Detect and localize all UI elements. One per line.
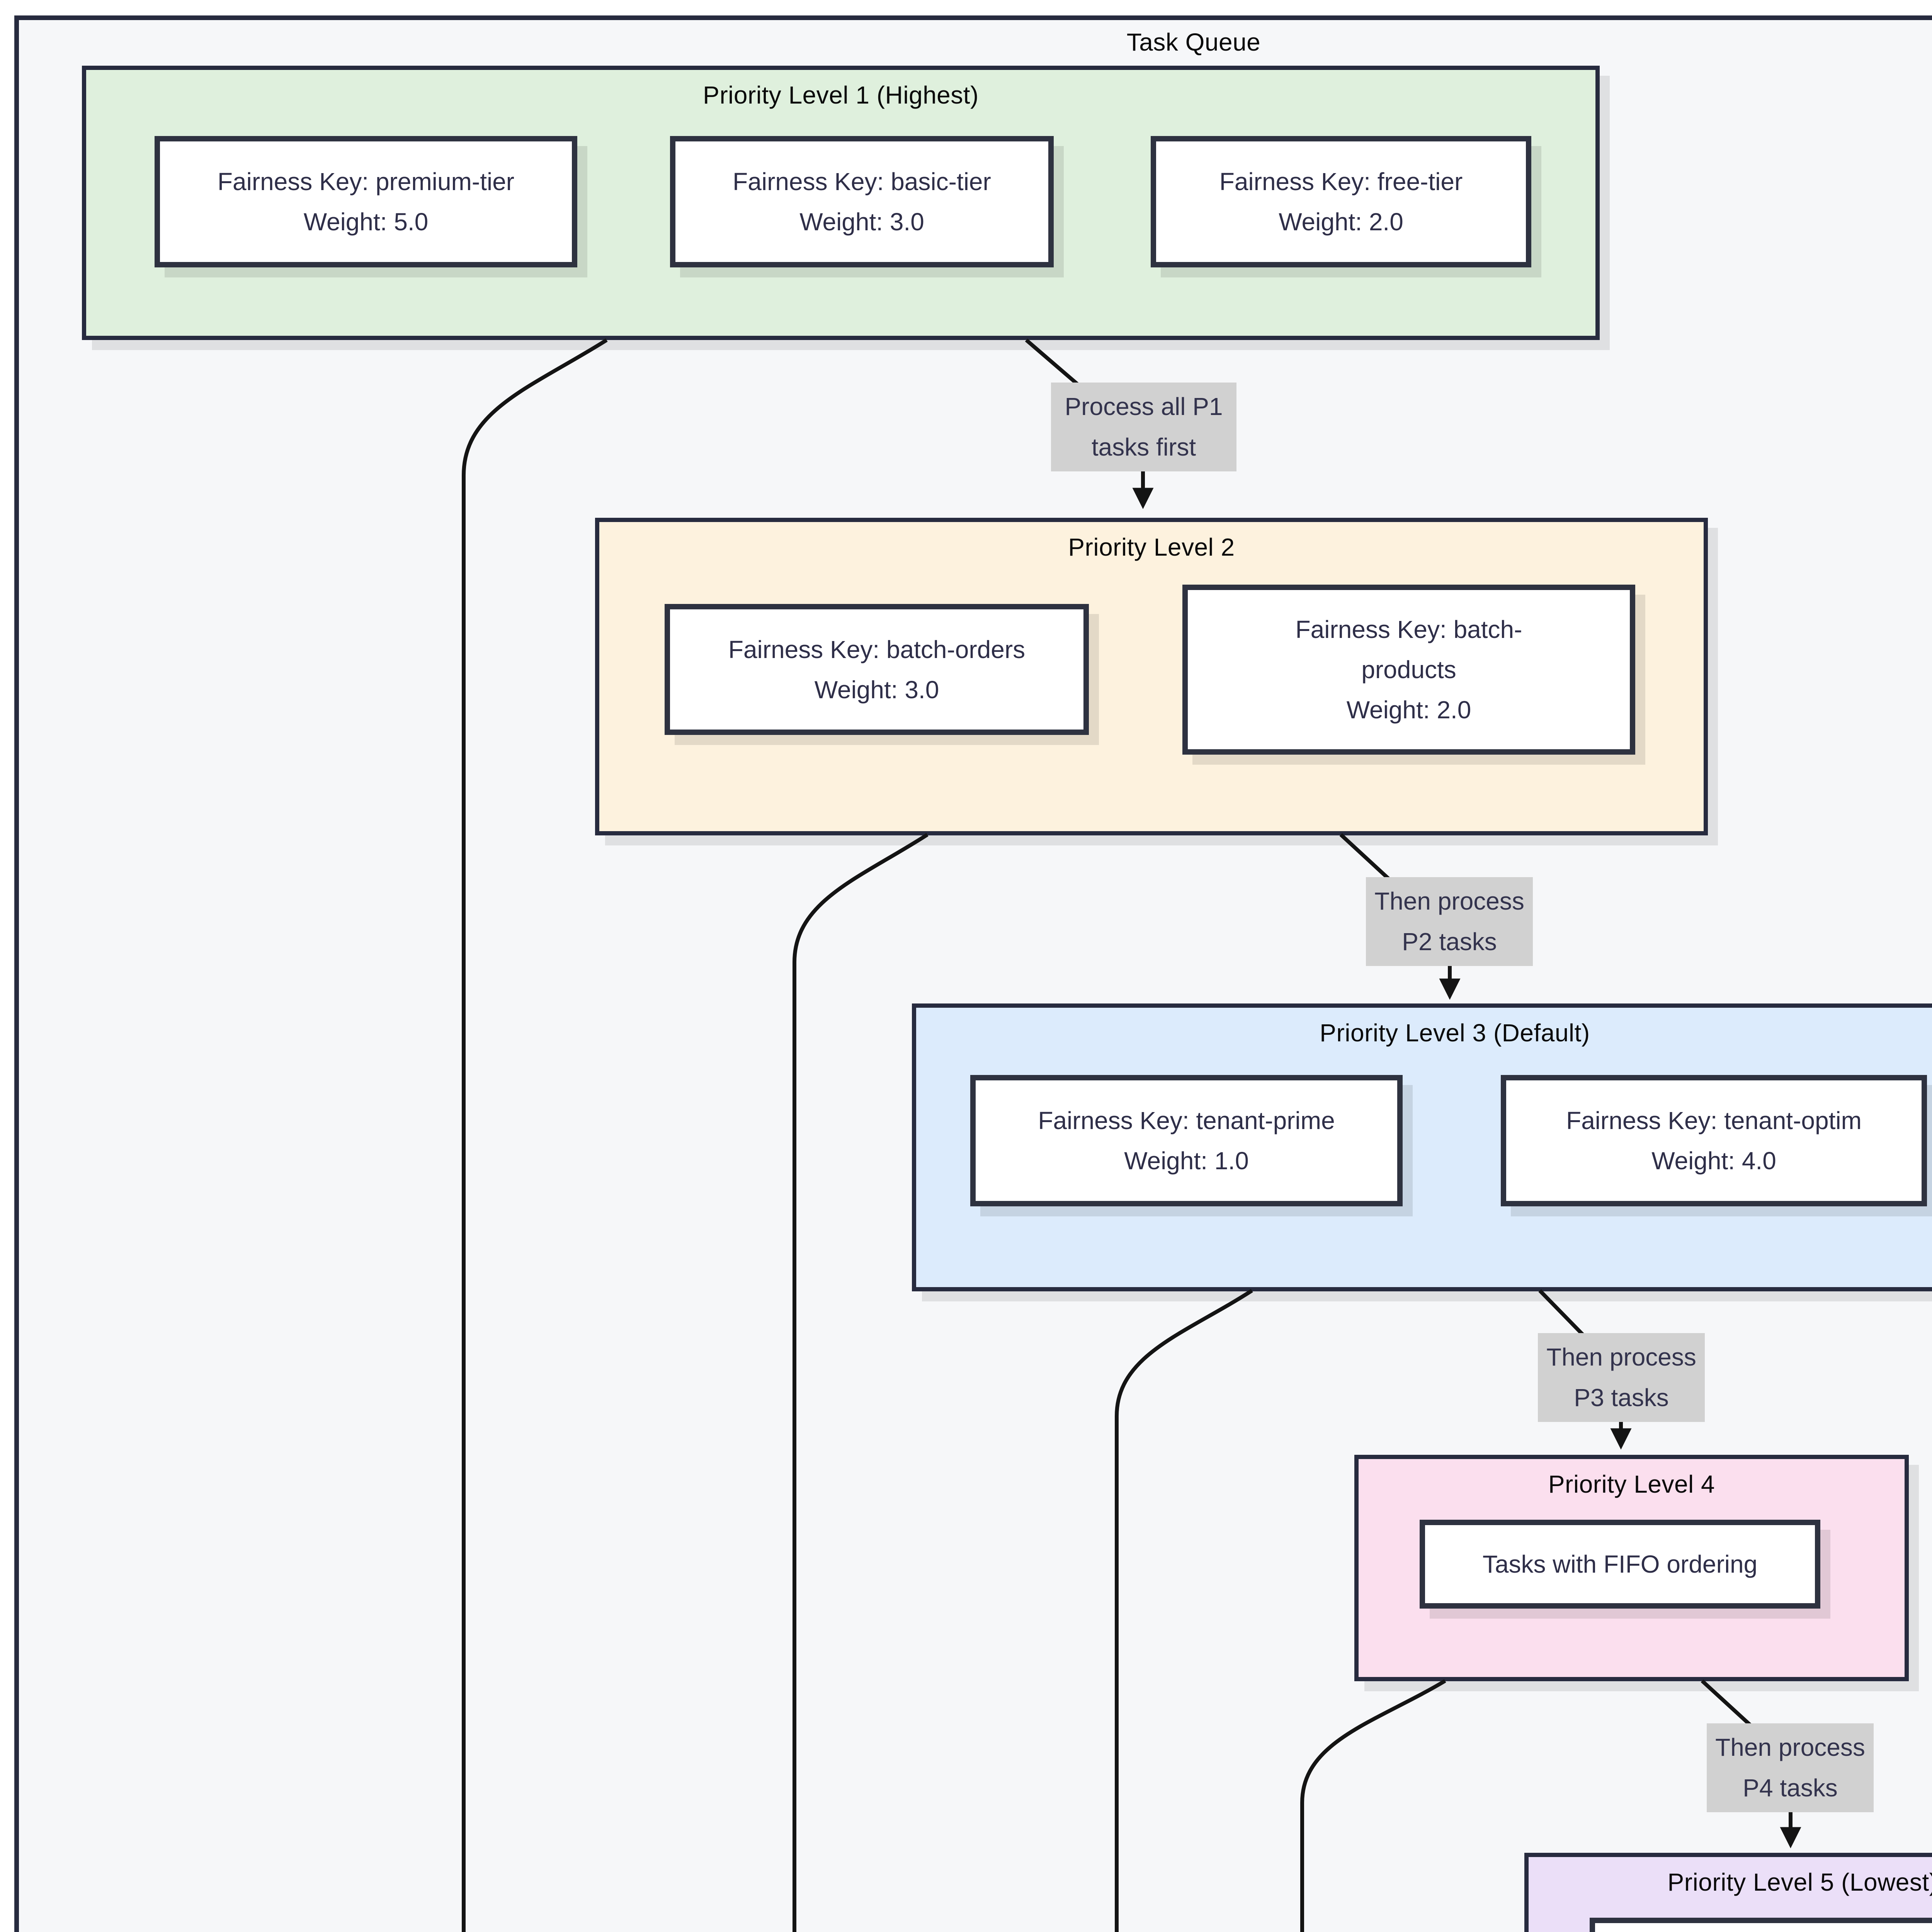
node-premium-tier-line2: Weight: 5.0 xyxy=(303,208,429,236)
node-premium-tier-line1: Fairness Key: premium-tier xyxy=(217,168,515,196)
priority-level-4-group: Priority Level 4 Tasks with FIFO orderin… xyxy=(1354,1455,1909,1681)
node-premium-tier: Fairness Key: premium-tier Weight: 5.0 xyxy=(155,136,577,267)
node-tenant-prime: Fairness Key: tenant-prime Weight: 1.0 xyxy=(970,1075,1403,1206)
edge-label-process-p4: Then process P4 tasks xyxy=(1707,1723,1874,1812)
edge-p4-to-workers xyxy=(1300,1679,1446,1932)
priority-level-4-title: Priority Level 4 xyxy=(1548,1470,1715,1498)
priority-level-1-group: Priority Level 1 (Highest) Fairness Key:… xyxy=(82,66,1600,340)
edge-label-process-p2-line2: P2 tasks xyxy=(1402,928,1497,956)
edge-label-process-p1-line1: Process all P1 xyxy=(1065,393,1223,420)
priority-level-3-group: Priority Level 3 (Default) Fairness Key:… xyxy=(912,1003,1932,1291)
priority-level-5-group: Priority Level 5 (Lowest) Tasks with FIF… xyxy=(1524,1853,1932,1932)
priority-level-5-title: Priority Level 5 (Lowest) xyxy=(1667,1868,1932,1896)
edge-label-process-p3-line1: Then process xyxy=(1546,1343,1696,1371)
node-basic-tier: Fairness Key: basic-tier Weight: 3.0 xyxy=(670,136,1054,267)
priority-level-1-title: Priority Level 1 (Highest) xyxy=(703,81,979,109)
edge-label-process-p1: Process all P1 tasks first xyxy=(1051,383,1236,471)
node-p4-fifo-line1: Tasks with FIFO ordering xyxy=(1482,1550,1758,1578)
edge-label-process-p2-line1: Then process xyxy=(1374,887,1524,915)
node-batch-orders-line2: Weight: 3.0 xyxy=(814,675,939,704)
node-basic-tier-line2: Weight: 3.0 xyxy=(799,208,924,236)
edge-label-process-p3: Then process P3 tasks xyxy=(1538,1333,1705,1422)
node-free-tier-line2: Weight: 2.0 xyxy=(1279,208,1403,236)
priority-level-2-group: Priority Level 2 Fairness Key: batch-ord… xyxy=(595,518,1708,835)
node-tenant-optim-line2: Weight: 4.0 xyxy=(1651,1147,1776,1175)
node-batch-products-line2: products xyxy=(1361,656,1456,684)
edge-label-process-p3-line2: P3 tasks xyxy=(1574,1384,1669,1412)
node-batch-orders-line1: Fairness Key: batch-orders xyxy=(728,635,1026,663)
edge-p3-to-workers xyxy=(1115,1289,1253,1932)
node-tenant-prime-line2: Weight: 1.0 xyxy=(1124,1147,1249,1175)
priority-level-2-title: Priority Level 2 xyxy=(1068,533,1235,561)
node-tenant-optim-line1: Fairness Key: tenant-optim xyxy=(1566,1107,1862,1134)
node-batch-orders: Fairness Key: batch-orders Weight: 3.0 xyxy=(665,604,1089,735)
node-p5-fifo: Tasks with FIFO ordering xyxy=(1590,1918,1932,1932)
node-p4-fifo: Tasks with FIFO ordering xyxy=(1420,1520,1820,1609)
edge-label-process-p4-line2: P4 tasks xyxy=(1743,1774,1838,1802)
node-batch-products-line3: Weight: 2.0 xyxy=(1346,696,1471,724)
edge-label-process-p1-line2: tasks first xyxy=(1091,433,1196,461)
node-free-tier-line1: Fairness Key: free-tier xyxy=(1219,168,1463,196)
node-batch-products: Fairness Key: batch- products Weight: 2.… xyxy=(1182,585,1635,755)
priority-level-3-title: Priority Level 3 (Default) xyxy=(1320,1019,1590,1047)
edge-label-process-p2: Then process P2 tasks xyxy=(1366,877,1533,966)
node-tenant-optim: Fairness Key: tenant-optim Weight: 4.0 xyxy=(1501,1075,1927,1206)
task-queue-title: Task Queue xyxy=(1126,28,1261,56)
edge-p2-to-workers xyxy=(793,833,929,1932)
node-basic-tier-line1: Fairness Key: basic-tier xyxy=(733,168,991,196)
node-batch-products-line1: Fairness Key: batch- xyxy=(1295,616,1522,643)
node-tenant-prime-line1: Fairness Key: tenant-prime xyxy=(1038,1107,1335,1134)
edge-label-process-p4-line1: Then process xyxy=(1715,1733,1865,1761)
node-free-tier: Fairness Key: free-tier Weight: 2.0 xyxy=(1151,136,1531,267)
edge-p1-to-workers xyxy=(462,338,608,1932)
